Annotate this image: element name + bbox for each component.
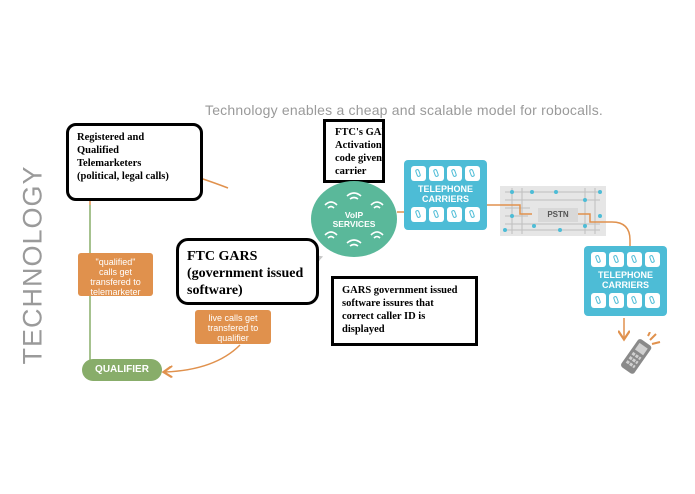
phone-handset-icon bbox=[645, 293, 660, 308]
carrier-right-label-2: CARRIERS bbox=[601, 280, 649, 290]
live-calls-line-2: transfered to bbox=[207, 323, 259, 333]
subtitle: Technology enables a cheap and scalable … bbox=[205, 102, 604, 118]
phone-handset-icon bbox=[591, 293, 606, 308]
ftc-gars-activation-box: FTC's GARS Activation code given carrier bbox=[323, 119, 385, 183]
carrier-right-label-1: TELEPHONE bbox=[597, 270, 653, 280]
ftc-gars-line-2: (government issued bbox=[187, 266, 304, 281]
activation-line-4: carrier bbox=[335, 166, 367, 177]
phone-handset-icon bbox=[609, 252, 624, 267]
wifi-icon bbox=[324, 192, 384, 247]
carrier-top-label-1: TELEPHONE bbox=[417, 184, 473, 194]
technology-vertical-title: TECHNOLOGY bbox=[8, 150, 58, 380]
phone-handset-icon bbox=[429, 166, 444, 181]
phone-handset-icon bbox=[627, 252, 642, 267]
ftc-gars-line-3: software) bbox=[187, 283, 243, 298]
phone-handset-icon bbox=[627, 293, 642, 308]
registered-telemarketers-box: Registered and Qualified Telemarketers (… bbox=[66, 123, 203, 201]
voip-services-circle: VoIP SERVICES bbox=[311, 181, 397, 257]
qualified-line-2: calls get bbox=[98, 267, 133, 277]
qualified-line-4: telemarketer bbox=[90, 287, 141, 297]
gars-caller-id-box: GARS government issued software issures … bbox=[331, 276, 478, 346]
phone-handset-icon bbox=[591, 252, 606, 267]
caller-id-line-3: correct caller ID is bbox=[342, 311, 426, 322]
phone-handset-icon bbox=[411, 166, 426, 181]
activation-line-1: FTC's GARS bbox=[335, 127, 382, 138]
phone-handset-icon bbox=[645, 252, 660, 267]
phone-handset-icon bbox=[465, 166, 480, 181]
registered-line-2: Qualified bbox=[77, 145, 120, 156]
registered-line-3: Telemarketers bbox=[77, 158, 142, 169]
phone-handset-icon bbox=[447, 166, 462, 181]
ftc-gars-box: FTC GARS (government issued software) bbox=[176, 238, 319, 305]
phone-handset-icon bbox=[429, 207, 444, 222]
activation-line-3: code given bbox=[335, 153, 382, 164]
live-calls-line-1: live calls get bbox=[208, 313, 258, 323]
caller-id-line-4: displayed bbox=[342, 324, 385, 335]
voip-label-2: SERVICES bbox=[332, 219, 376, 229]
phone-handset-icon bbox=[411, 207, 426, 222]
qualified-calls-box: "qualified" calls get transfered to tele… bbox=[78, 253, 153, 297]
telephone-carriers-top: TELEPHONE CARRIERS bbox=[404, 160, 487, 230]
ftc-gars-line-1: FTC GARS bbox=[187, 249, 258, 264]
caller-id-line-1: GARS government issued bbox=[342, 285, 458, 296]
live-calls-line-3: qualifier bbox=[217, 333, 249, 343]
qualified-line-1: "qualified" bbox=[95, 257, 136, 267]
live-calls-box: live calls get transfered to qualifier bbox=[195, 310, 271, 344]
activation-line-2: Activation bbox=[335, 140, 382, 151]
caller-id-line-2: software issures that bbox=[342, 298, 434, 309]
telephone-carriers-right: TELEPHONE CARRIERS bbox=[584, 246, 667, 316]
qualifier-pill: QUALIFIER bbox=[82, 359, 162, 381]
qualified-line-3: transfered to bbox=[90, 277, 141, 287]
mobile-phone-icon bbox=[621, 332, 661, 374]
carrier-top-label-2: CARRIERS bbox=[421, 194, 469, 204]
phone-handset-icon bbox=[447, 207, 462, 222]
pstn-label: PSTN bbox=[538, 208, 578, 222]
registered-line-4: (political, legal calls) bbox=[77, 171, 169, 182]
registered-line-1: Registered and bbox=[77, 132, 145, 143]
technology-title-text: TECHNOLOGY bbox=[17, 165, 48, 365]
voip-label-1: VoIP bbox=[344, 210, 364, 220]
phone-handset-icon bbox=[609, 293, 624, 308]
phone-handset-icon bbox=[465, 207, 480, 222]
